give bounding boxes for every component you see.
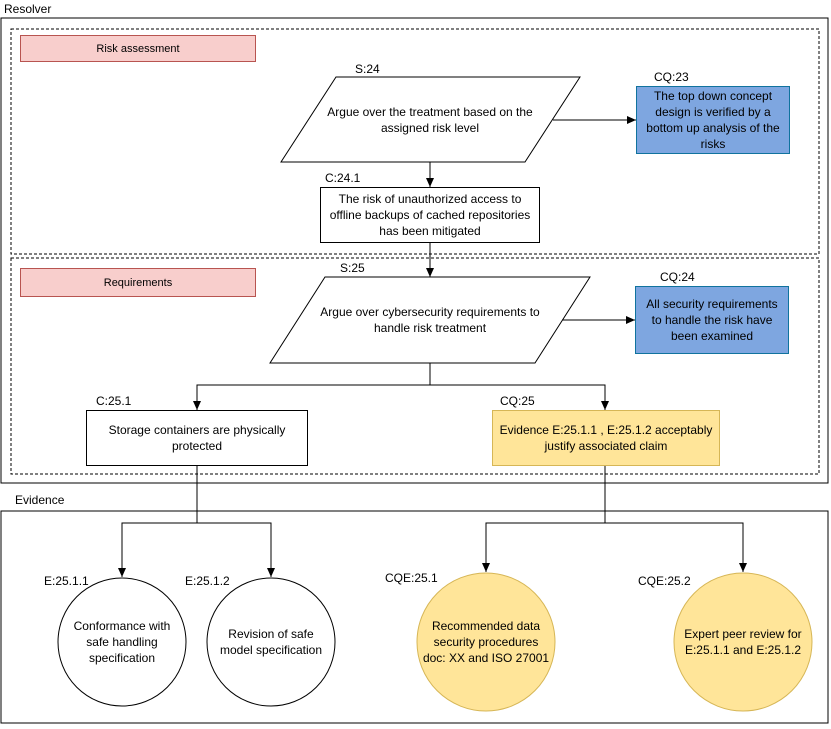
evidence-title: Evidence — [15, 493, 65, 507]
resolver-title: Resolver — [4, 2, 52, 16]
risk-assessment-badge: Risk assessment — [20, 35, 256, 62]
s24-shape — [280, 76, 581, 163]
e2512-id: E:25.1.2 — [185, 574, 230, 588]
requirements-badge: Requirements — [20, 268, 256, 297]
edge-to-cqe252 — [605, 522, 747, 572]
cqe252-id: CQE:25.2 — [638, 574, 691, 588]
edge-s25-c251 — [193, 363, 431, 410]
edge-to-e2511 — [118, 522, 197, 577]
e2511-id: E:25.1.1 — [44, 574, 89, 588]
s24-id: S:24 — [355, 62, 380, 76]
c241-box: The risk of unauthorized access to offli… — [320, 187, 540, 243]
cq23-box: The top down concept design is verified … — [636, 86, 790, 154]
e2512-shape — [206, 577, 336, 707]
e2511-text: Conformance with safe handling specifica… — [73, 619, 171, 665]
s25-text: Argue over cybersecurity requirements to… — [320, 305, 540, 335]
edge-s25-cq25 — [430, 384, 609, 410]
cqe251-text: Recommended data security procedures doc… — [422, 619, 550, 665]
s25-id: S:25 — [340, 261, 365, 275]
c251-id: C:25.1 — [96, 394, 132, 408]
cqe251-shape — [416, 572, 556, 712]
cq25-id: CQ:25 — [500, 394, 535, 408]
c241-id: C:24.1 — [325, 171, 361, 185]
edge-to-cqe251 — [482, 522, 605, 572]
evidence-frame — [0, 510, 829, 724]
cqe252-text: Expert peer review for E:25.1.1 and E:25… — [684, 627, 802, 657]
e2512-text: Revision of safe model specification — [219, 627, 323, 657]
cqe251-id: CQE:25.1 — [385, 571, 438, 585]
risk-assessment-frame — [10, 28, 820, 255]
cq25-box: Evidence E:25.1.1 , E:25.1.2 acceptably … — [492, 410, 720, 466]
cq24-id: CQ:24 — [660, 270, 695, 284]
s25-shape — [269, 276, 591, 364]
e2511-shape — [57, 577, 187, 707]
cq24-box: All security requirements to handle the … — [635, 286, 789, 354]
cq23-id: CQ:23 — [654, 70, 689, 84]
cqe252-shape — [673, 572, 813, 712]
s24-text: Argue over the treatment based on the as… — [327, 105, 533, 135]
resolver-frame — [0, 17, 829, 484]
c251-box: Storage containers are physically protec… — [86, 410, 308, 466]
requirements-frame — [10, 257, 820, 475]
edge-to-e2512 — [197, 522, 275, 577]
